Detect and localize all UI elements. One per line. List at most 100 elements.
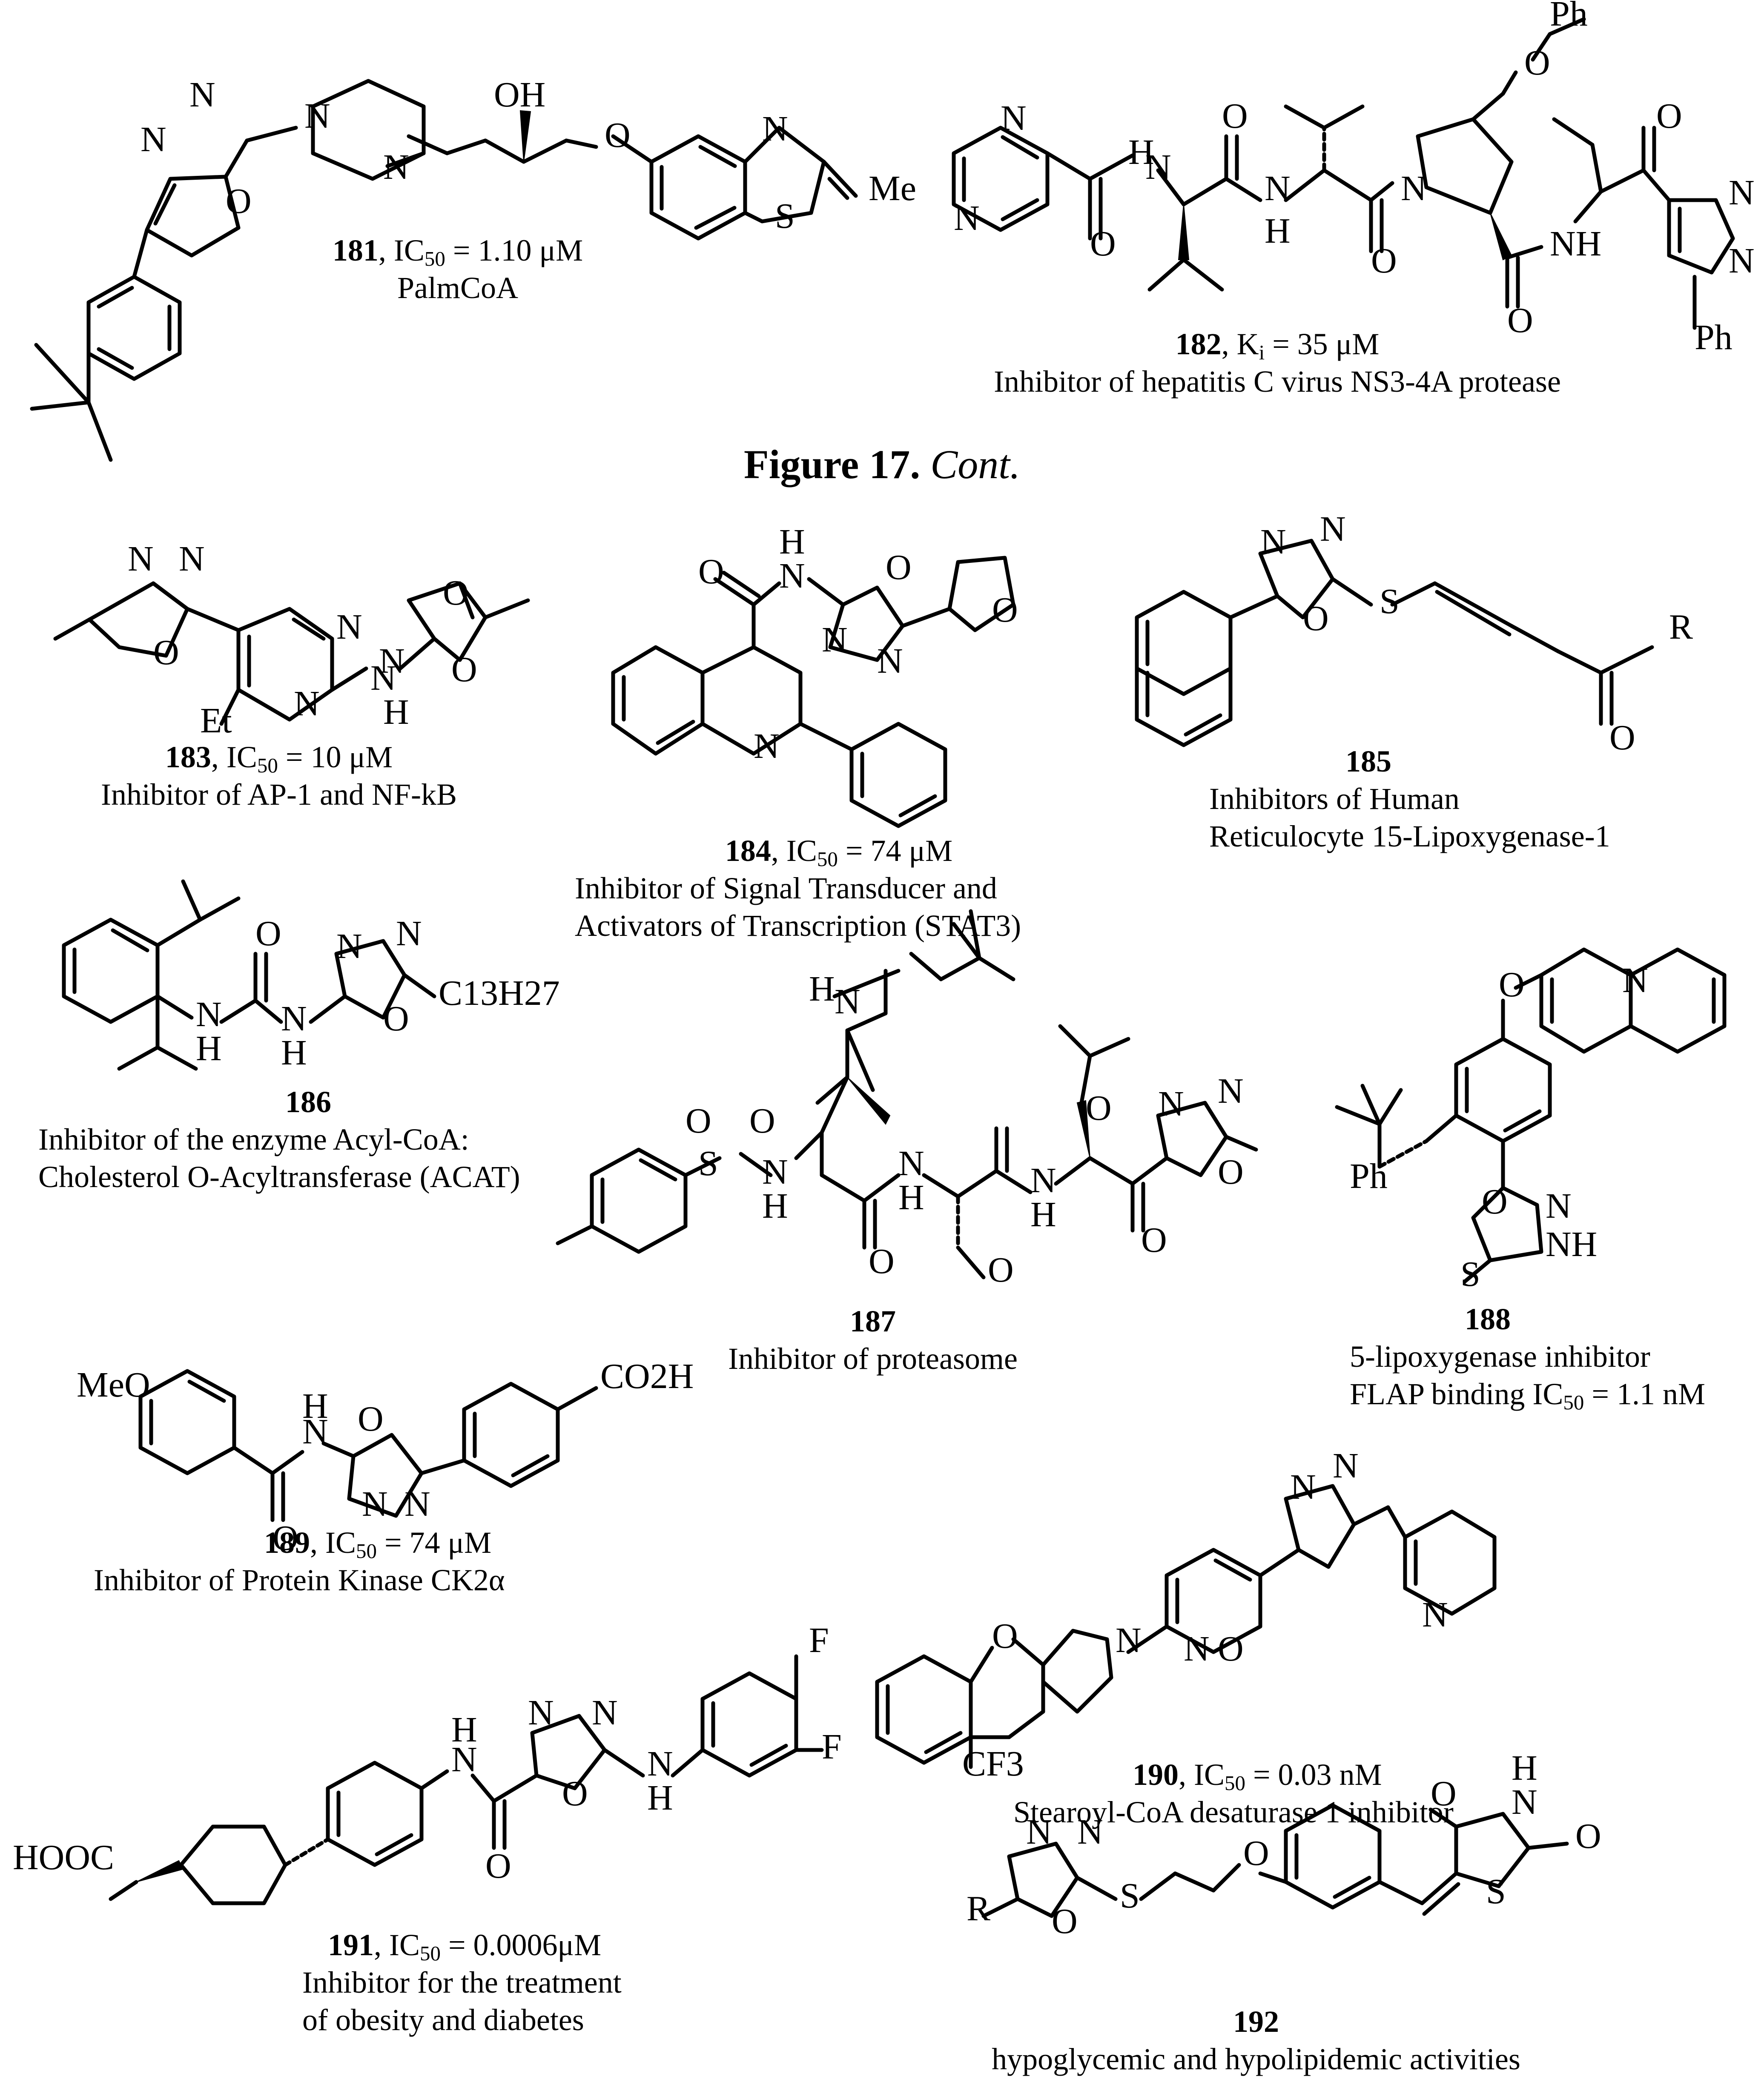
compound-description: Activators of Transcription (STAT3) xyxy=(575,908,1021,943)
activity-metric: IC xyxy=(393,233,425,267)
compound-number: 189 xyxy=(264,1526,310,1560)
atom-label-c187: N xyxy=(835,982,860,1021)
atom-label-c187: O xyxy=(988,1250,1014,1290)
atom-label-c181: N xyxy=(189,75,215,115)
compound-number: 182 xyxy=(1175,327,1222,361)
atom-label-c183: N xyxy=(294,684,320,723)
atom-label-c189: CO2H xyxy=(600,1357,694,1396)
atom-label-c182: N xyxy=(1145,147,1171,187)
atom-label-c181: N xyxy=(383,147,409,187)
atom-label-c181: Me xyxy=(869,169,916,208)
atom-label-c191: O xyxy=(485,1846,511,1886)
compound-number: 192 xyxy=(1233,2005,1279,2039)
atom-label-c189: O xyxy=(358,1399,384,1439)
activity-metric-sub: 50 xyxy=(257,754,278,777)
atom-label-c184: N xyxy=(822,620,848,660)
atom-label-c183: H xyxy=(383,692,409,732)
atom-label-c181: N xyxy=(304,96,330,136)
atom-label-c189: H xyxy=(302,1386,328,1426)
caption-190: 190, IC50 = 0.03 nM Stearoyl-CoA desatur… xyxy=(1013,1756,1524,1831)
atom-label-c185: R xyxy=(1669,607,1693,647)
atom-label-c187: H xyxy=(762,1186,788,1226)
atom-label-c181: S xyxy=(775,196,795,236)
atom-label-c189: N xyxy=(362,1484,388,1524)
atom-label-c191: HOOC xyxy=(13,1838,114,1877)
atom-label-c192: N xyxy=(1512,1782,1537,1822)
atom-label-c181: N xyxy=(762,109,788,149)
atom-label-c185: N xyxy=(1320,509,1346,549)
caption-191: 191, IC50 = 0.0006μM Inhibitor for the t… xyxy=(302,1927,728,2039)
activity-metric-sub: 50 xyxy=(1225,1771,1245,1795)
atom-label-c182: H xyxy=(1265,211,1291,251)
structure-186 xyxy=(62,879,436,1071)
atom-label-c191: O xyxy=(562,1774,588,1813)
atom-label-c187: N xyxy=(1030,1161,1056,1200)
atom-label-c192: N xyxy=(1077,1812,1103,1852)
atom-label-c191: N xyxy=(451,1740,477,1779)
atom-label-c187: O xyxy=(1141,1220,1167,1260)
atom-label-c192: R xyxy=(967,1889,990,1928)
atom-label-c186: C13H27 xyxy=(439,973,560,1013)
compound-description: Inhibitors of Human xyxy=(1209,781,1460,816)
compound-description: hypoglycemic and hypolipidemic activitie… xyxy=(992,2042,1520,2076)
atom-label-c188: O xyxy=(1499,965,1525,1004)
activity-value: = 74 μM xyxy=(376,1526,492,1560)
atom-label-c184: N xyxy=(754,726,780,766)
activity-metric-sub: i xyxy=(1259,341,1265,364)
atom-label-c192: O xyxy=(1243,1833,1269,1873)
atom-label-c187: O xyxy=(869,1242,895,1281)
atom-label-c190: N xyxy=(1184,1629,1210,1669)
compound-description: Inhibitor of Signal Transducer and xyxy=(575,871,997,905)
caption-189: 189, IC50 = 74 μM Inhibitor of Protein K… xyxy=(94,1524,562,1599)
caption-184: 184, IC50 = 74 μM Inhibitor of Signal Tr… xyxy=(562,832,1116,944)
atom-label-c187: O xyxy=(1218,1152,1244,1192)
atom-label-c182: NH xyxy=(1550,224,1601,264)
atom-label-c183: N xyxy=(379,641,405,681)
compound-description: Inhibitor of Protein Kinase CK2α xyxy=(94,1563,505,1597)
atom-label-c182: O xyxy=(1524,43,1550,83)
atom-label-c182: O xyxy=(1656,96,1682,136)
atom-label-c188: NH xyxy=(1546,1225,1597,1264)
compound-description: Inhibitor for the treatment xyxy=(302,1965,622,1999)
atom-label-c184: O xyxy=(698,552,724,591)
atom-label-c181: N xyxy=(141,120,166,159)
atom-label-c192: O xyxy=(1431,1774,1457,1813)
structure-187 xyxy=(556,909,1258,1279)
structure-188 xyxy=(1335,947,1727,1284)
compound-description: Inhibitor of hepatitis C virus NS3-4A pr… xyxy=(994,364,1561,399)
compound-number: 188 xyxy=(1465,1302,1511,1336)
atom-label-c187: O xyxy=(1086,1088,1112,1128)
compound-number: 187 xyxy=(850,1304,896,1338)
atom-label-c184: O xyxy=(992,590,1018,630)
structure-191 xyxy=(109,1654,824,1905)
caption-187: 187 Inhibitor of proteasome xyxy=(681,1303,1064,1378)
figure-title: Figure 17. Cont. xyxy=(0,441,1764,488)
atom-label-c186: N xyxy=(336,927,362,966)
atom-label-c181: O xyxy=(226,181,252,221)
activity-value: = 35 μM xyxy=(1265,327,1380,361)
atom-label-c190: N xyxy=(1290,1467,1316,1507)
atom-label-c183: O xyxy=(153,633,179,672)
compound-description: Stearoyl-CoA desaturase 1 inhibitor xyxy=(1013,1795,1454,1829)
compound-number: 190 xyxy=(1133,1758,1179,1792)
compound-description: Inhibitor of proteasome xyxy=(728,1341,1018,1376)
atom-label-c189: N xyxy=(302,1412,328,1451)
caption-181: 181, IC50 = 1.10 μM PalmCoA xyxy=(245,232,671,307)
atom-label-c187: H xyxy=(1030,1195,1056,1234)
atom-label-c191: N xyxy=(647,1744,673,1784)
atom-label-c182: O xyxy=(1371,241,1397,281)
atom-label-c190: N xyxy=(1116,1621,1142,1660)
atom-label-c184: N xyxy=(877,641,903,681)
atom-label-c189: O xyxy=(272,1518,298,1558)
compound-number: 191 xyxy=(328,1928,374,1962)
activity-metric-sub: 50 xyxy=(424,247,445,271)
structure-181 xyxy=(30,79,858,462)
atom-label-c188: O xyxy=(1482,1182,1508,1222)
atom-label-c182: Ph xyxy=(1550,0,1588,34)
atom-label-c191: F xyxy=(809,1621,829,1660)
activity-metric-sub: 50 xyxy=(356,1539,377,1563)
atom-label-c182: O xyxy=(1090,224,1116,264)
atom-label-c186: H xyxy=(196,1029,222,1068)
